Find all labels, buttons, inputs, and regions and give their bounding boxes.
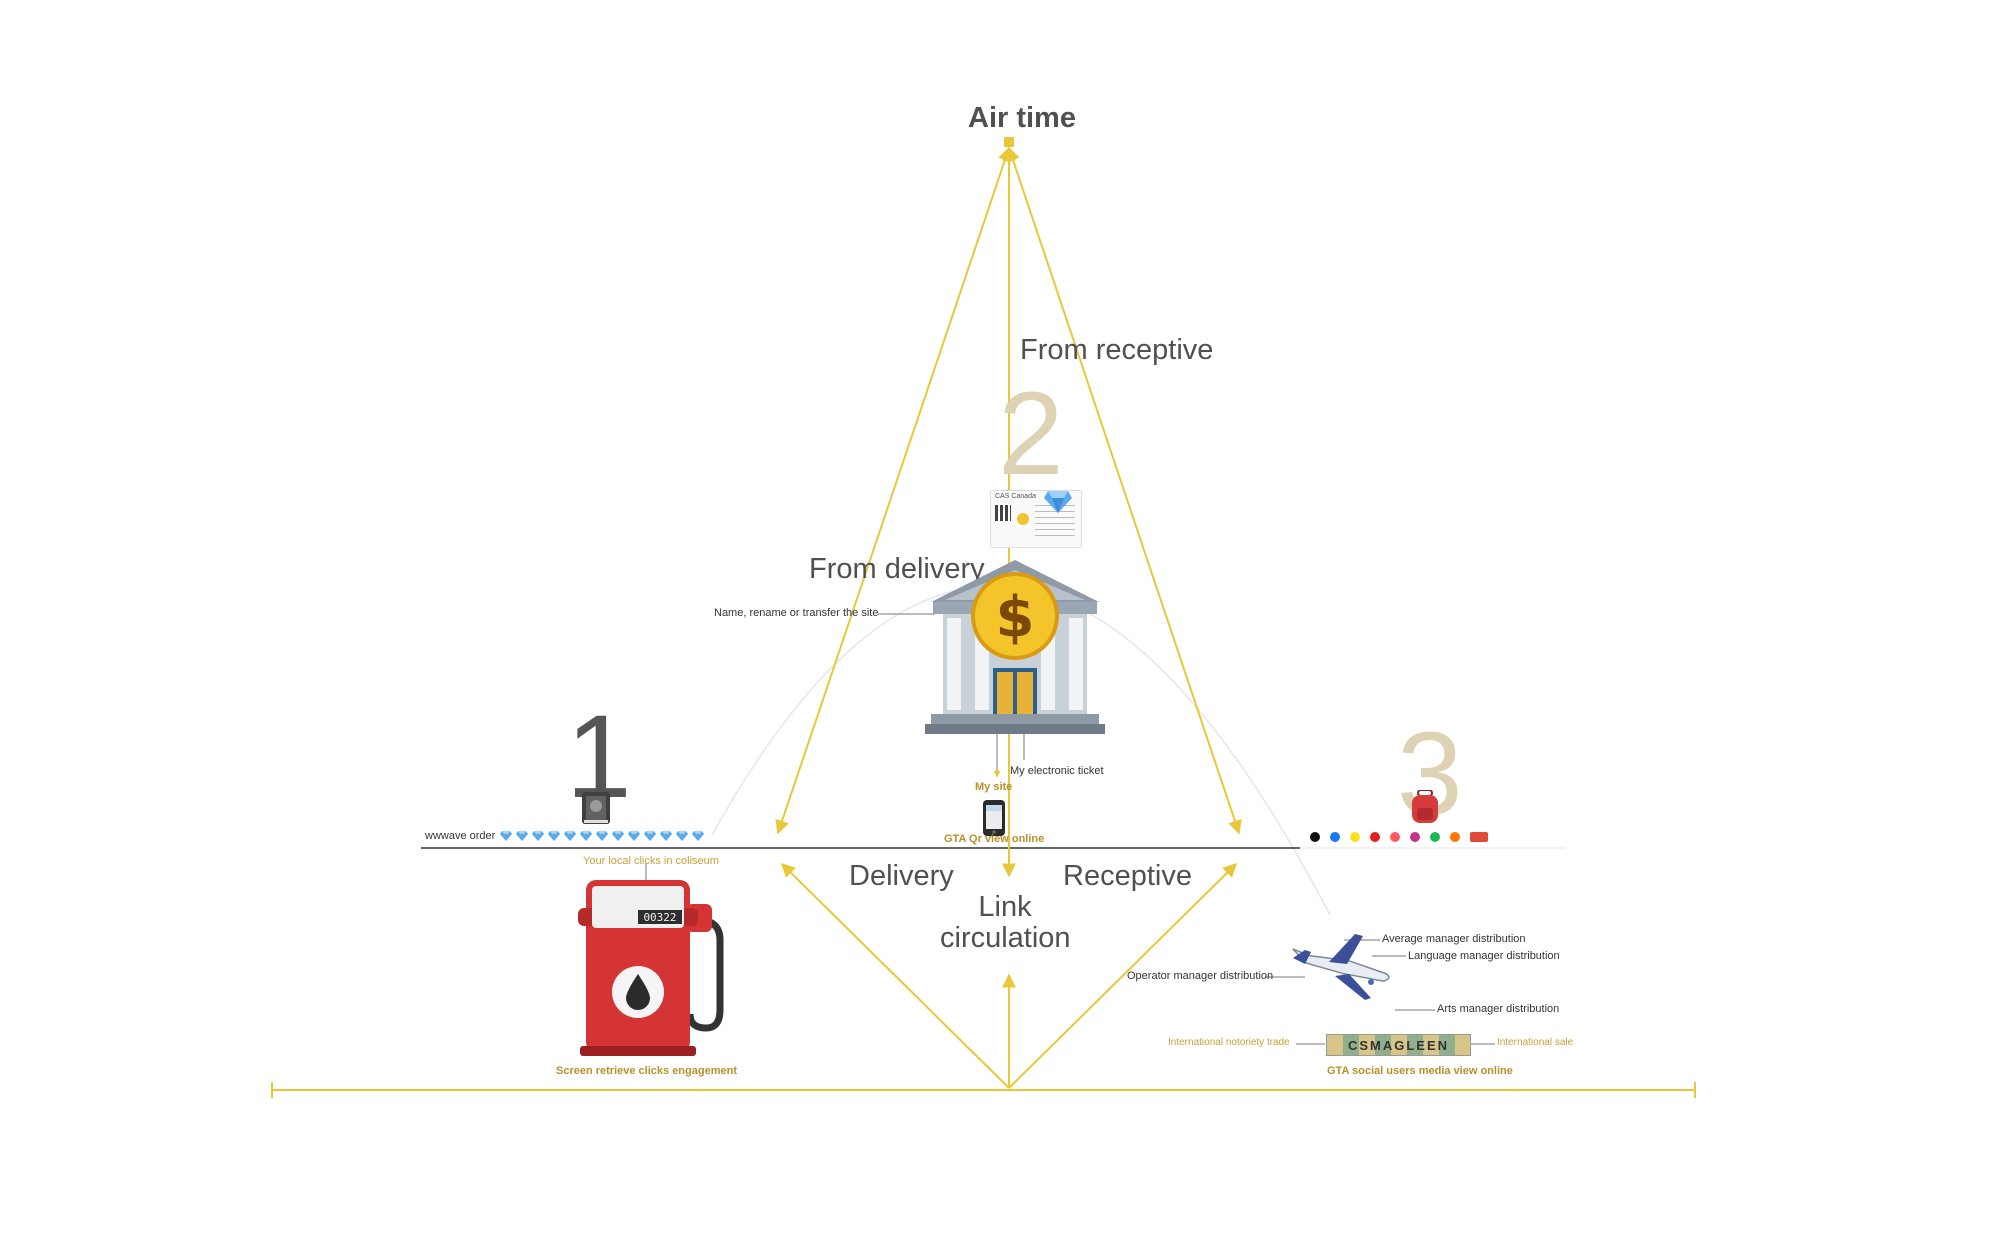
apex-marker (1004, 137, 1014, 147)
bank-icon: $ (925, 560, 1105, 734)
banknotes-letters: CSMAGLEEN (1347, 1037, 1450, 1053)
svg-text:$: $ (996, 585, 1035, 650)
gem-icon (1044, 491, 1072, 513)
gem-icon (548, 831, 560, 841)
gem-icon (500, 831, 512, 841)
arrow-bottom-left (781, 863, 1010, 1089)
social-media-strip (1310, 830, 1530, 844)
wwwave-order-annotation: wwwave order (425, 830, 496, 842)
link-circulation-line-2: circulation (940, 922, 1071, 954)
card-title: CAS Canada (995, 493, 1036, 500)
card-lines (1035, 505, 1075, 539)
screen-retrieve-annotation: Screen retrieve clicks engagement (556, 1065, 737, 1077)
intl-sale-annotation: International sale (1497, 1037, 1574, 1048)
from-delivery-label: From delivery (809, 553, 985, 585)
backpack-icon (1412, 790, 1438, 823)
language-manager-annotation: Language manager distribution (1408, 950, 1560, 962)
airbnb-icon (1390, 832, 1400, 842)
intl-notoriety-annotation: International notoriety trade (1168, 1037, 1290, 1048)
gem-icon (628, 831, 640, 841)
gem-icon (596, 831, 608, 841)
banknotes-strip: CSMAGLEEN (1326, 1034, 1471, 1056)
gem-icon (580, 831, 592, 841)
arrow-apex-left (775, 146, 1012, 835)
snapchat-icon (1350, 832, 1360, 842)
stage-number-2: 2 (998, 368, 1064, 500)
name-site-annotation: Name, rename or transfer the site (714, 607, 879, 619)
tiktok-icon (1310, 832, 1320, 842)
link-circulation-label: Link circulation (940, 891, 1071, 954)
gem-icon (692, 831, 704, 841)
gem-icon (660, 831, 672, 841)
operator-manager-annotation: Operator manager distribution (1127, 970, 1274, 982)
qr-code-icon (995, 505, 1011, 521)
gem-icon (644, 831, 656, 841)
spotify-icon (1430, 832, 1440, 842)
receptive-label: Receptive (1063, 860, 1192, 892)
arts-manager-annotation: Arts manager distribution (1437, 1003, 1560, 1015)
delivery-label: Delivery (849, 860, 954, 892)
arrow-bottom-right (1008, 863, 1237, 1089)
gem-icon (516, 831, 528, 841)
gem-icon (612, 831, 624, 841)
gta-qr-annotation: GTA Qr view online (944, 833, 1045, 845)
airplane-icon (1292, 934, 1390, 1000)
coin-icon (1017, 513, 1029, 525)
arrow-apex-right (1006, 146, 1242, 835)
from-receptive-label: From receptive (1020, 334, 1214, 366)
label-icon (1470, 832, 1488, 842)
fuel-pump-icon: 00322 (578, 880, 724, 1056)
local-clicks-annotation: Your local clicks in coliseum (583, 855, 719, 867)
air-time-label: Air time (968, 102, 1076, 134)
gta-social-annotation: GTA social users media view online (1327, 1065, 1513, 1077)
pump-counter: 00322 (643, 911, 676, 924)
facebook-icon (1330, 832, 1340, 842)
link-circulation-line-1: Link (978, 891, 1032, 923)
notebook-icon (582, 792, 610, 824)
my-site-annotation: My site (975, 781, 1013, 793)
gem-icon (564, 831, 576, 841)
soundcloud-icon (1450, 832, 1460, 842)
phone-icon (983, 800, 1005, 836)
my-electronic-ticket-annotation: My electronic ticket (1010, 765, 1104, 777)
average-manager-annotation: Average manager distribution (1382, 933, 1526, 945)
gem-icon (532, 831, 544, 841)
youtube-icon (1370, 832, 1380, 842)
instagram-icon (1410, 832, 1420, 842)
gem-row (500, 830, 715, 844)
gem-icon (676, 831, 688, 841)
